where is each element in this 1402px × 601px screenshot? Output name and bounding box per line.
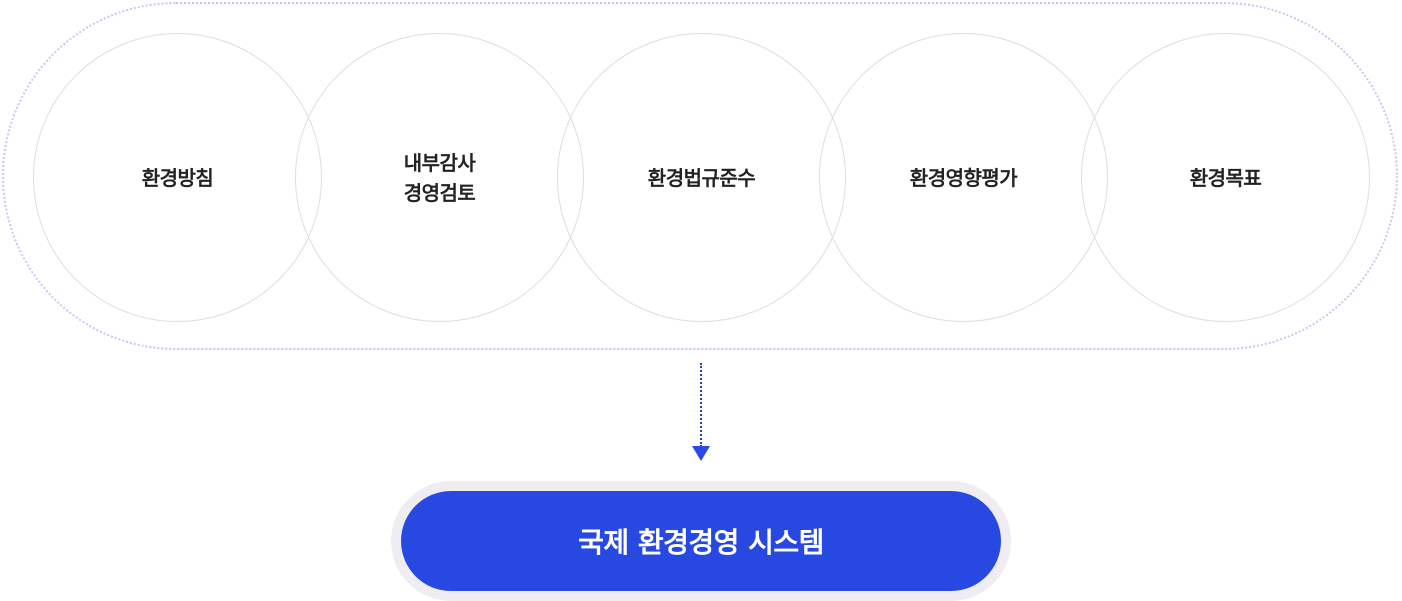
component-label: 환경영향평가	[909, 163, 1018, 193]
component-circle-internal-audit: 내부감사 경영검토	[295, 33, 584, 322]
label-line: 경영검토	[403, 180, 476, 205]
management-system-button: 국제 환경경영 시스템	[401, 491, 1001, 591]
component-label: 환경방침	[142, 163, 214, 193]
label-line: 환경법규준수	[647, 165, 756, 190]
component-circle-impact-assessment: 환경영향평가	[819, 33, 1108, 322]
arrow-down-icon	[692, 446, 710, 461]
label-line: 내부감사	[403, 150, 476, 175]
component-label: 내부감사 경영검토	[404, 148, 476, 208]
component-circle-environmental-goals: 환경목표	[1081, 33, 1370, 322]
component-label: 환경목표	[1190, 163, 1262, 193]
component-circle-legal-compliance: 환경법규준수	[557, 33, 846, 322]
label-line: 환경방침	[141, 165, 214, 190]
component-circle-environmental-policy: 환경방침	[33, 33, 322, 322]
component-label: 환경법규준수	[647, 163, 756, 193]
system-label: 국제 환경경영 시스템	[578, 526, 824, 559]
label-line: 환경영향평가	[909, 165, 1018, 190]
flow-arrow-line	[700, 363, 702, 447]
label-line: 환경목표	[1189, 165, 1262, 190]
components-capsule	[2, 2, 1398, 350]
